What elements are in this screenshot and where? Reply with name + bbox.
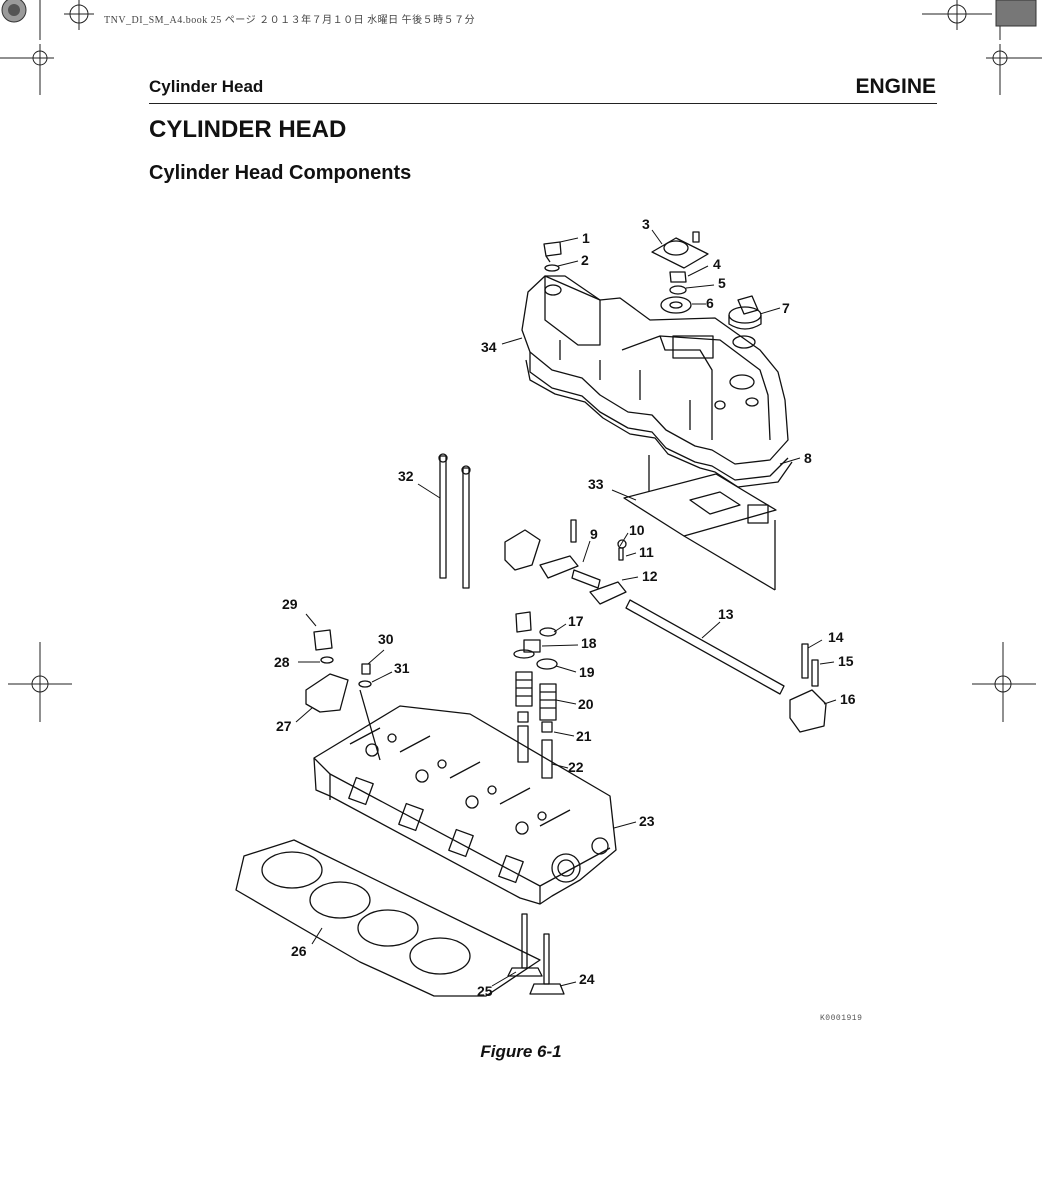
gray-swatch-icon xyxy=(1,0,27,23)
callout-12: 12 xyxy=(642,568,658,584)
callout-8: 8 xyxy=(804,450,812,466)
callout-20: 20 xyxy=(578,696,594,712)
callout-17: 17 xyxy=(568,613,584,629)
callout-32: 32 xyxy=(398,468,414,484)
callout-5: 5 xyxy=(718,275,726,291)
callout-18: 18 xyxy=(581,635,597,651)
callout-6: 6 xyxy=(706,295,714,311)
breather-parts xyxy=(660,271,692,314)
callout-22: 22 xyxy=(568,759,584,775)
callout-21: 21 xyxy=(576,728,592,744)
callout-1: 1 xyxy=(582,230,590,246)
callout-10: 10 xyxy=(629,522,645,538)
callout-19: 19 xyxy=(579,664,595,680)
oil-plug xyxy=(543,241,562,272)
page-title: CYLINDER HEAD xyxy=(149,116,347,143)
rocker-shaft xyxy=(625,599,785,695)
rocker-arms xyxy=(504,519,627,605)
figure-id: K0001919 xyxy=(820,1014,863,1023)
callout-30: 30 xyxy=(378,631,394,647)
rocker-support xyxy=(789,643,827,733)
print-info-line: TNV_DI_SM_A4.book 25 ページ ２０１３年７月１０日 水曜日 … xyxy=(104,15,476,26)
callout-9: 9 xyxy=(590,526,598,542)
registration-mark-icon xyxy=(922,0,992,30)
oil-filler-cap xyxy=(728,295,762,349)
registration-mark-icon xyxy=(64,0,94,30)
callout-23: 23 xyxy=(639,813,655,829)
callout-25: 25 xyxy=(477,983,493,999)
gray-swatch-icon xyxy=(995,0,1037,27)
callout-3: 3 xyxy=(642,216,650,232)
callout-26: 26 xyxy=(291,943,307,959)
callout-2: 2 xyxy=(581,252,589,268)
callout-4: 4 xyxy=(713,256,721,272)
callout-31: 31 xyxy=(394,660,410,676)
intake-exhaust-valves xyxy=(507,913,565,995)
breather-cover xyxy=(651,231,709,269)
head-gasket xyxy=(235,839,541,997)
header-section-title: Cylinder Head xyxy=(149,77,264,96)
registration-mark-icon xyxy=(972,642,1036,722)
callout-15: 15 xyxy=(838,653,854,669)
callout-7: 7 xyxy=(782,300,790,316)
callout-16: 16 xyxy=(840,691,856,707)
callout-14: 14 xyxy=(828,629,844,645)
cylinder-head xyxy=(313,705,617,905)
registration-mark-icon xyxy=(26,44,54,95)
callout-28: 28 xyxy=(274,654,290,670)
callout-24: 24 xyxy=(579,971,595,987)
registration-mark-icon xyxy=(8,642,72,722)
callout-13: 13 xyxy=(718,606,734,622)
figure-caption: Figure 6-1 xyxy=(480,1042,562,1061)
callout-34: 34 xyxy=(481,339,497,355)
registration-mark-icon xyxy=(986,44,1042,95)
callout-11: 11 xyxy=(639,544,654,560)
valve-train xyxy=(513,611,558,779)
header-rule xyxy=(149,103,937,104)
callout-33: 33 xyxy=(588,476,604,492)
section-subtitle: Cylinder Head Components xyxy=(149,162,412,184)
baffle-plate xyxy=(623,455,777,591)
valve-bridge-parts xyxy=(305,629,381,761)
valve-cover xyxy=(521,275,789,481)
callout-29: 29 xyxy=(282,596,298,612)
push-rods xyxy=(438,453,471,589)
header-chapter-title: ENGINE xyxy=(855,75,936,98)
callout-27: 27 xyxy=(276,718,292,734)
